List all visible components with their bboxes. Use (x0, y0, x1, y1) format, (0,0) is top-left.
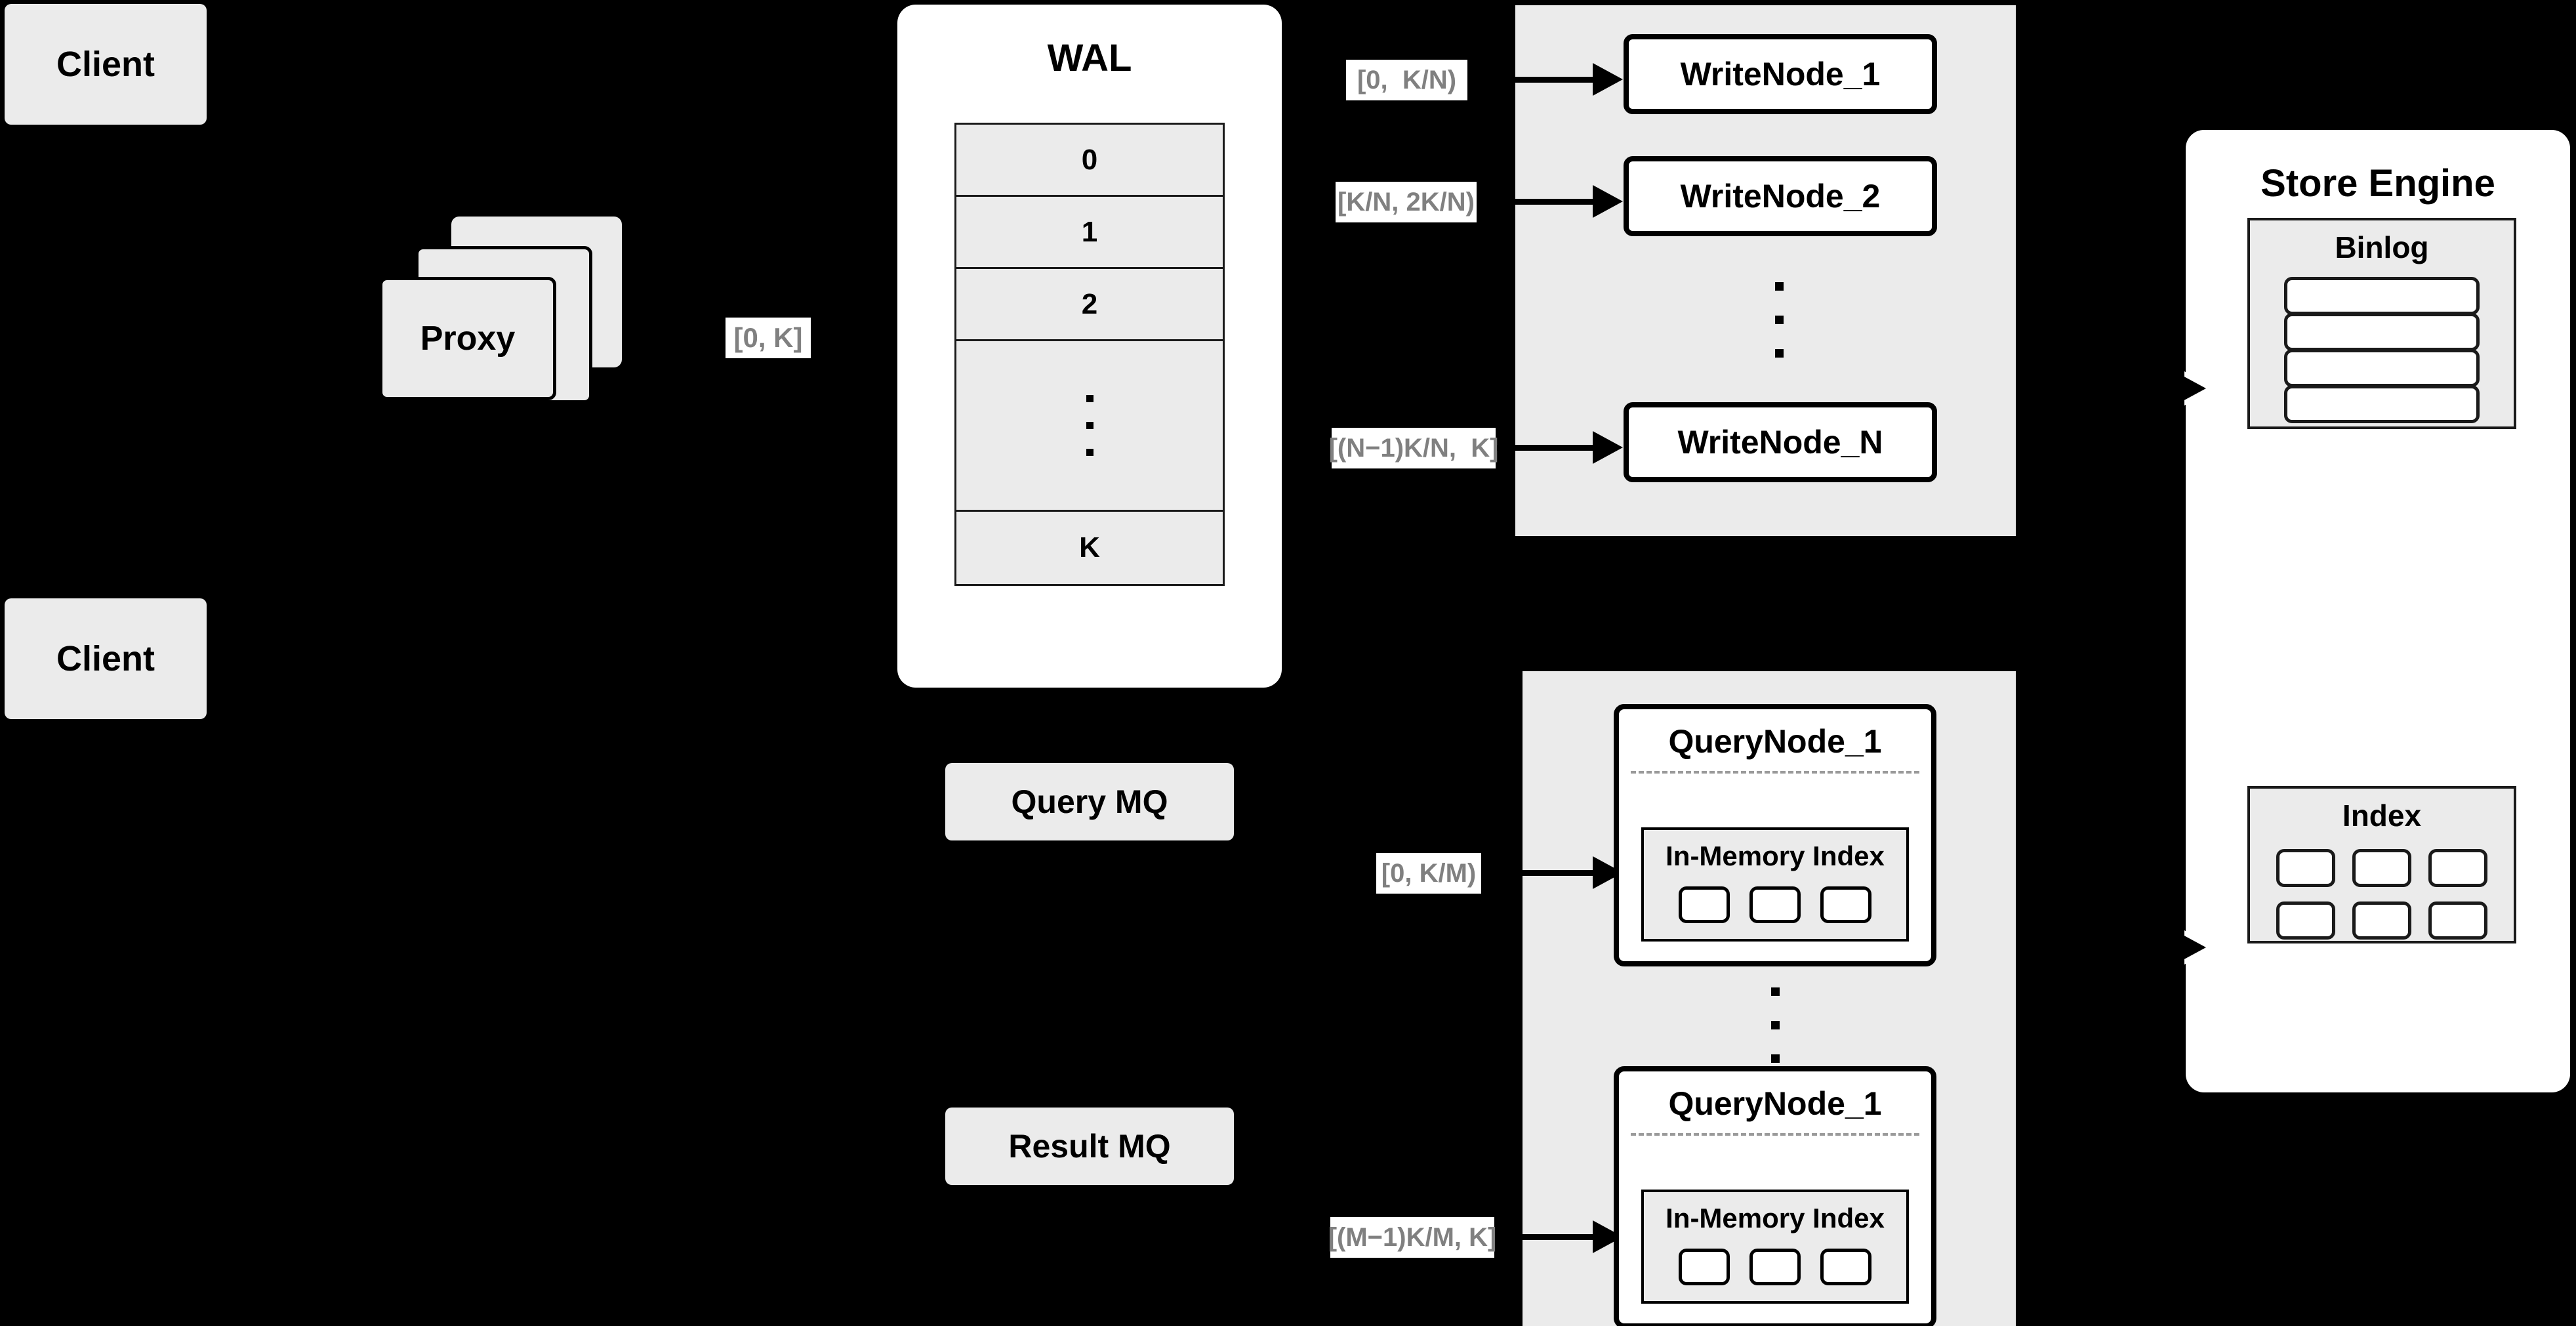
write-range-label-1: [0, K/N) (1346, 60, 1467, 100)
index-cell (2428, 901, 2487, 940)
in-memory-index-m-cells (1644, 1249, 1906, 1285)
write-arrow-line-1 (1469, 77, 1597, 83)
query-node-m-title: QueryNode_1 (1668, 1085, 1882, 1122)
write-arrow-line-n (1497, 445, 1597, 451)
index-cell (1820, 1249, 1871, 1285)
write-arrow-head-n (1593, 431, 1623, 464)
index-title: Index (2342, 798, 2422, 833)
query-range-label-m: [(M−1)K/M, K] (1328, 1217, 1496, 1258)
wal-ellipsis-dot (1086, 449, 1094, 456)
in-memory-index-1: In-Memory Index (1641, 827, 1909, 942)
wal-ellipsis-dot (1086, 395, 1094, 402)
ellipsis-dot (1771, 987, 1780, 996)
ellipsis-dot (1775, 349, 1784, 358)
wal-row-1: 1 (956, 197, 1223, 269)
write-node-n[interactable]: WriteNode_N (1624, 402, 1937, 482)
in-memory-index-m: In-Memory Index (1641, 1190, 1909, 1304)
write-node-1[interactable]: WriteNode_1 (1624, 34, 1937, 114)
query-range-label-1: [0, K/M) (1376, 853, 1481, 894)
result-mq-label: Result MQ (1008, 1128, 1171, 1165)
query-arrow-line-1 (1482, 870, 1597, 876)
query-cluster-ellipsis (1771, 987, 1780, 1063)
index-cell (2276, 849, 2335, 887)
query-node-1[interactable]: QueryNode_1 In-Memory Index (1614, 704, 1936, 966)
binlog-row (2284, 385, 2480, 423)
index-cell (1749, 1249, 1801, 1285)
ellipsis-dot (1775, 316, 1784, 324)
wal-panel: WAL 0 1 2 K (897, 5, 1282, 688)
index-cell (2428, 849, 2487, 887)
index-grid (2276, 849, 2487, 940)
binlog-title: Binlog (2335, 230, 2429, 264)
write-arrow-head-1 (1593, 63, 1623, 96)
wal-row-0: 0 (956, 125, 1223, 197)
store-engine-panel: Store Engine Binlog Index (2186, 130, 2570, 1092)
index-cell (2276, 901, 2335, 940)
result-mq-box[interactable]: Result MQ (945, 1108, 1234, 1185)
in-memory-index-1-title: In-Memory Index (1666, 840, 1885, 871)
client-label-1: Client (56, 45, 155, 84)
query-mq-box[interactable]: Query MQ (945, 763, 1234, 840)
wal-row-k: K (1079, 531, 1100, 564)
query-arrow-line-m (1496, 1234, 1597, 1240)
binlog-section: Binlog (2247, 218, 2516, 429)
query-node-1-title: QueryNode_1 (1668, 723, 1882, 760)
query-node-m-separator (1631, 1133, 1919, 1136)
query-mq-label: Query MQ (1011, 783, 1168, 820)
wal-row-ellipsis (956, 341, 1223, 512)
binlog-row (2284, 277, 2480, 315)
binlog-arrow-line (2152, 386, 2193, 391)
index-section: Index (2247, 786, 2516, 943)
index-cell (1679, 1249, 1730, 1285)
client-box-2[interactable]: Client (5, 598, 207, 719)
proxy-range-label: [0, K] (726, 318, 811, 358)
index-cell (1820, 886, 1871, 923)
index-cell (2352, 849, 2411, 887)
write-range-label-n: [(N−1)K/N, K] (1329, 428, 1498, 468)
write-arrow-head-2 (1593, 185, 1623, 218)
query-node-m[interactable]: QueryNode_1 In-Memory Index (1614, 1066, 1936, 1326)
wal-title: WAL (1047, 37, 1132, 79)
wal-ellipsis-dot (1086, 422, 1094, 429)
wal-row-2: 2 (956, 269, 1223, 341)
write-node-2[interactable]: WriteNode_2 (1624, 156, 1937, 236)
query-node-1-separator (1631, 771, 1919, 774)
write-range-label-2: [K/N, 2K/N) (1336, 182, 1477, 222)
store-engine-title: Store Engine (2260, 162, 2495, 205)
ellipsis-dot (1771, 1021, 1780, 1029)
in-memory-index-1-cells (1644, 886, 1906, 923)
ellipsis-dot (1771, 1054, 1780, 1063)
proxy-card-front: Proxy (379, 277, 556, 400)
binlog-arrow-head (2182, 371, 2216, 405)
client-label-2: Client (56, 639, 155, 678)
write-arrow-line-2 (1479, 199, 1597, 205)
index-arrow-head (2182, 930, 2216, 964)
write-cluster-ellipsis (1775, 282, 1784, 358)
index-cell (1749, 886, 1801, 923)
client-box-1[interactable]: Client (5, 4, 207, 125)
in-memory-index-m-title: In-Memory Index (1666, 1203, 1885, 1233)
binlog-row (2284, 349, 2480, 387)
index-cell (1679, 886, 1730, 923)
index-arrow-line (2152, 945, 2193, 950)
wal-table: 0 1 2 K (954, 123, 1225, 586)
proxy-stack[interactable]: Proxy (379, 217, 655, 440)
proxy-label: Proxy (420, 320, 516, 358)
binlog-row (2284, 313, 2480, 351)
ellipsis-dot (1775, 282, 1784, 291)
binlog-rows (2284, 277, 2480, 423)
index-cell (2352, 901, 2411, 940)
